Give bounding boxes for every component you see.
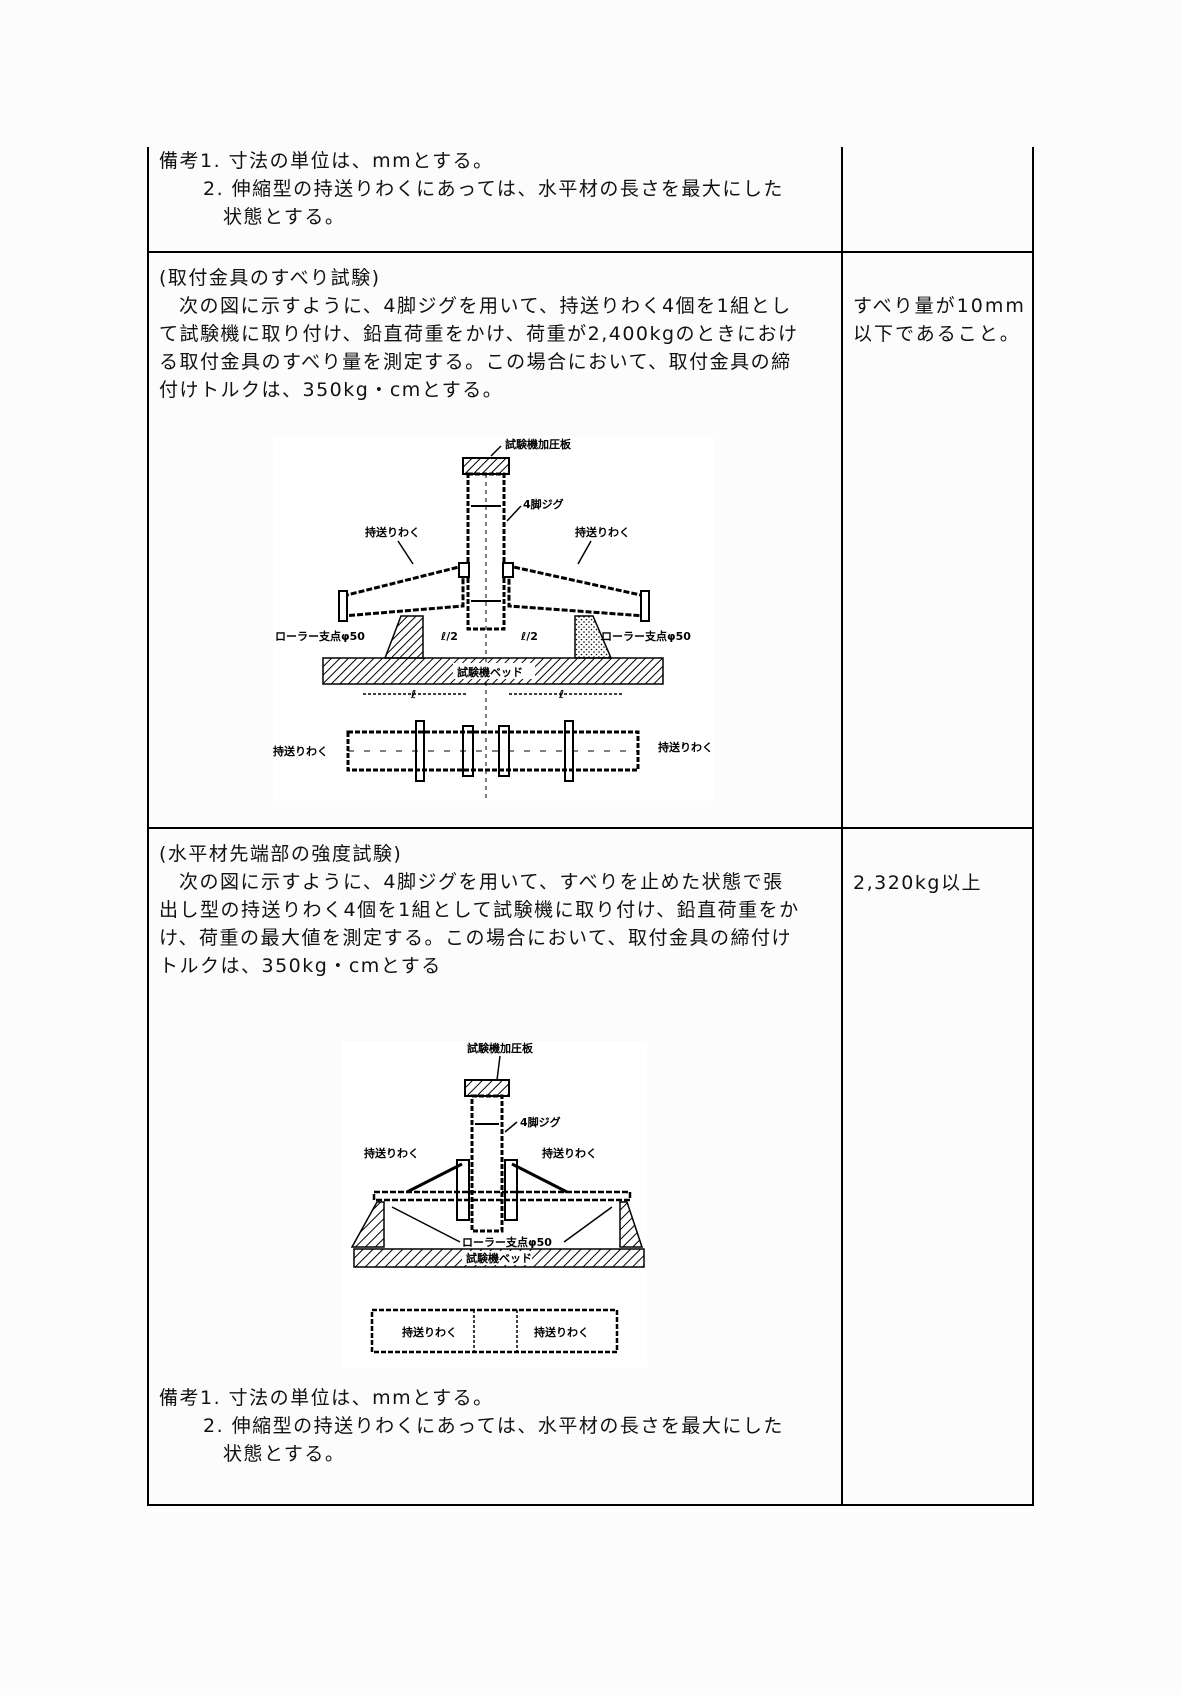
row3-notes: 備考1. 寸法の単位は、mmとする。 2. 伸縮型の持送りわくにあっては、水平材… [159,1384,839,1468]
label-bracket-left: 持送りわく [365,525,420,539]
tip-strength-test-diagram: 試験機加圧板 4脚ジグ 持送りわく 持送りわく ローラー支点φ50 [342,1042,647,1367]
label-bracket-right: 持送りわく [575,525,630,539]
test-spec-table: 備考1. 寸法の単位は、mmとする。 2. 伸縮型の持送りわくにあっては、水平材… [147,147,1034,1506]
note-line: 2. 伸縮型の持送りわくにあっては、水平材の長さを最大にした [203,178,784,200]
dim-half-left: ℓ/2 [440,630,458,643]
table-border-bottom [147,1504,1034,1506]
row3-description: (水平材先端部の強度試験) 次の図に示すように、4脚ジグを用いて、すべりを止めた… [159,840,839,980]
section-heading: (取付金具のすべり試験) [159,267,381,289]
label-bed: 試験機ベッド [466,1251,532,1265]
label-press-plate: 試験機加圧板 [467,1042,534,1055]
label-plan-right: 持送りわく [658,740,713,754]
table-border-right [1032,147,1034,1506]
label-bracket-right: 持送りわく [542,1146,597,1160]
body-line: け、荷重の最大値を測定する。この場合において、取付金具の締付け [159,927,793,949]
body-line: 次の図に示すように、4脚ジグを用いて、持送りわく4個を1組とし [179,295,792,317]
row-divider-2 [147,827,1034,829]
dim-full-right: ℓ [558,688,564,701]
row1-notes: 備考1. 寸法の単位は、mmとする。 2. 伸縮型の持送りわくにあっては、水平材… [159,147,839,231]
row2-description: (取付金具のすべり試験) 次の図に示すように、4脚ジグを用いて、持送りわく4個を… [159,264,839,404]
body-line: て試験機に取り付け、鉛直荷重をかけ、荷重が2,400kgのときにおけ [159,323,799,345]
label-jig: 4脚ジグ [520,1115,561,1129]
label-bracket-left: 持送りわく [364,1146,419,1160]
label-jig: 4脚ジグ [523,497,564,511]
label-roller: ローラー支点φ50 [462,1235,552,1249]
table-border-left [147,147,149,1506]
criterion-line: 以下であること。 [853,323,1021,345]
label-bed: 試験機ベッド [457,665,523,679]
slip-test-diagram: 試験機加圧板 4脚ジグ 持送りわく 持送りわく [273,436,714,801]
label-plan-left: 持送りわく [273,744,328,758]
label-press-plate: 試験機加圧板 [505,437,572,451]
table-column-divider [841,147,843,1506]
row2-criterion: すべり量が10mm 以下であること。 [853,292,1033,348]
label-roller-left: ローラー支点φ50 [275,629,365,643]
dim-half-right: ℓ/2 [520,630,538,643]
note-line: 備考1. 寸法の単位は、mmとする。 [159,1387,494,1409]
body-line: 次の図に示すように、4脚ジグを用いて、すべりを止めた状態で張 [179,871,784,893]
section-heading: (水平材先端部の強度試験) [159,843,403,865]
body-line: 出し型の持送りわく4個を1組として試験機に取り付け、鉛直荷重をか [159,899,800,921]
dim-full-left: ℓ [410,688,416,701]
criterion-line: すべり量が10mm [853,295,1026,317]
body-line: 付けトルクは、350kg・cmとする。 [159,379,504,401]
row-divider-1 [147,251,1034,253]
body-line: トルクは、350kg・cmとする [159,955,442,977]
label-plan-left: 持送りわく [402,1325,457,1339]
note-line: 状態とする。 [223,206,346,228]
label-plan-right: 持送りわく [534,1325,589,1339]
note-line: 2. 伸縮型の持送りわくにあっては、水平材の長さを最大にした [203,1415,784,1437]
body-line: る取付金具のすべり量を測定する。この場合において、取付金具の締 [159,351,792,373]
note-line: 状態とする。 [223,1443,346,1465]
row3-criterion: 2,320kg以上 [853,872,982,894]
note-line: 備考1. 寸法の単位は、mmとする。 [159,150,494,172]
label-roller-right: ローラー支点φ50 [601,629,691,643]
